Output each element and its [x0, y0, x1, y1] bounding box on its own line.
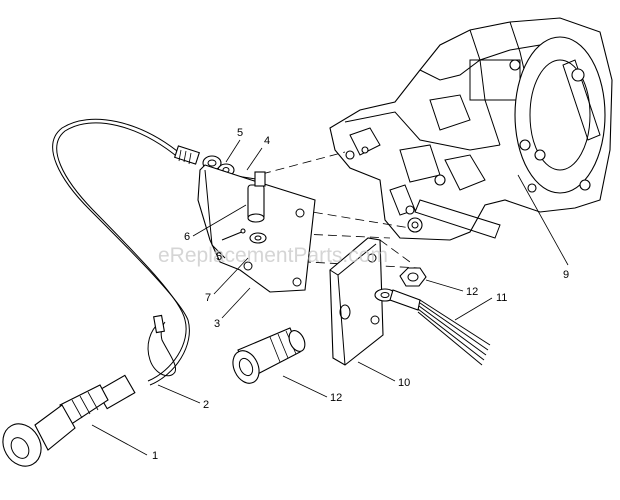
hex-nut [399, 267, 427, 287]
callout-9: 9 [563, 269, 569, 281]
mounting-bracket [197, 164, 316, 293]
callout-3: 3 [214, 318, 220, 330]
callouts: 1 2 3 4 5 5 6 7 9 10 11 12 12 [152, 127, 569, 462]
callout-11: 11 [496, 292, 507, 304]
callout-5: 5 [237, 127, 243, 139]
wire-harness [374, 288, 491, 366]
bulkhead-grommet [232, 327, 306, 384]
callout-10: 10 [398, 377, 410, 389]
callout-12-upper: 12 [466, 286, 478, 298]
callout-1: 1 [152, 450, 158, 462]
callout-6: 6 [184, 231, 190, 243]
choke-cable [2, 118, 263, 467]
callout-4: 4 [264, 135, 270, 147]
leader-lines [91, 139, 569, 456]
callout-12-lower: 12 [330, 392, 342, 404]
watermark: eReplacementParts.com [158, 244, 388, 267]
callout-2: 2 [203, 399, 209, 411]
transmission-housing [329, 17, 613, 241]
callout-7: 7 [205, 292, 211, 304]
plate-bracket [329, 237, 384, 366]
callout-5b: 5 [216, 251, 222, 263]
